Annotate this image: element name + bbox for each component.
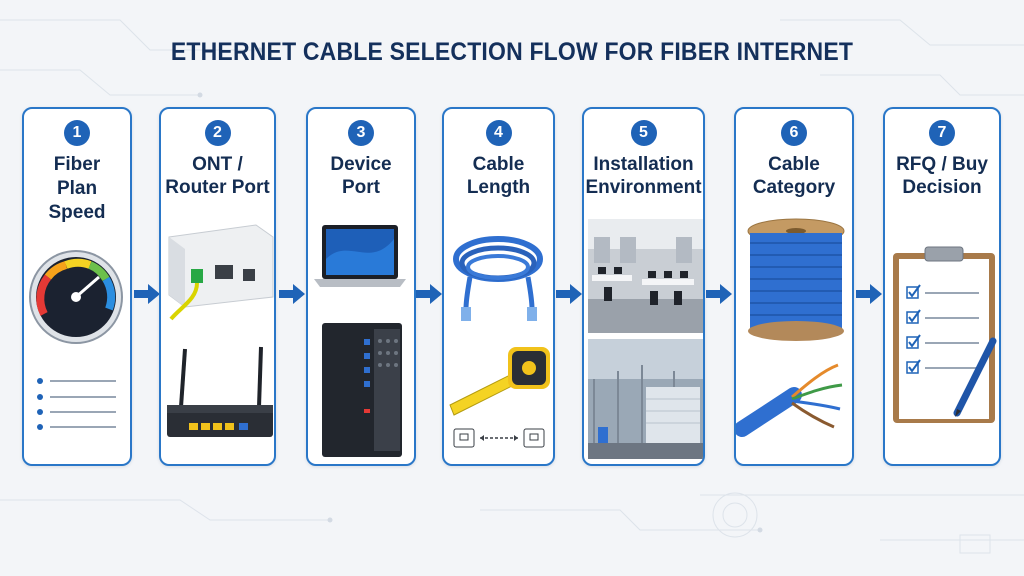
clipboard-checklist-icon (893, 246, 997, 423)
step-label: Fiber Plan Speed (48, 154, 106, 223)
flow-arrow-icon (416, 284, 442, 304)
step-number-badge: 5 (630, 120, 657, 146)
step-card-installation-environment: 5 Installation Environment (582, 107, 705, 466)
step-card-cable-category: 6 Cable Category (734, 107, 854, 466)
step-card-device-port: 3 Device Port (306, 107, 416, 466)
cable-spool-icon (736, 218, 845, 437)
step-label: Installation Environment (585, 154, 702, 198)
office-warehouse-photo (588, 219, 703, 459)
speedometer-icon (29, 250, 123, 430)
step-number-badge: 3 (348, 120, 374, 146)
flow-arrow-icon (134, 284, 160, 304)
step-card-ont-router-port: 2 ONT / Router Port (159, 107, 276, 466)
step-label: Cable Length (466, 154, 531, 198)
step-number-badge: 6 (781, 120, 807, 146)
step-label: RFQ / Buy Decision (896, 154, 988, 198)
step-label: ONT / Router Port (165, 154, 270, 198)
ont-router-icon (167, 224, 274, 437)
step-number-badge: 4 (485, 120, 512, 146)
step-card-fiber-plan-speed: 1 Fiber Plan Speed (22, 107, 132, 466)
step-number-badge: 7 (929, 120, 955, 146)
flow-arrow-icon (279, 284, 305, 304)
step-number-badge: 1 (64, 120, 90, 146)
step-label: Cable Category (752, 154, 836, 198)
step-label: Device Port (330, 154, 392, 198)
cable-tape-measure-icon (449, 236, 550, 448)
flow-arrow-icon (706, 284, 732, 304)
flow-arrow-icon (556, 284, 582, 304)
page-title: ETHERNET CABLE SELECTION FLOW FOR FIBER … (170, 38, 854, 66)
step-card-cable-length: 4 Cable Length (442, 107, 555, 466)
flow-arrow-icon (856, 284, 882, 304)
step-card-rfq-buy-decision: 7 RFQ / Buy Decision (883, 107, 1001, 466)
laptop-desktop-icon (314, 225, 406, 457)
step-number-badge: 2 (204, 120, 231, 146)
